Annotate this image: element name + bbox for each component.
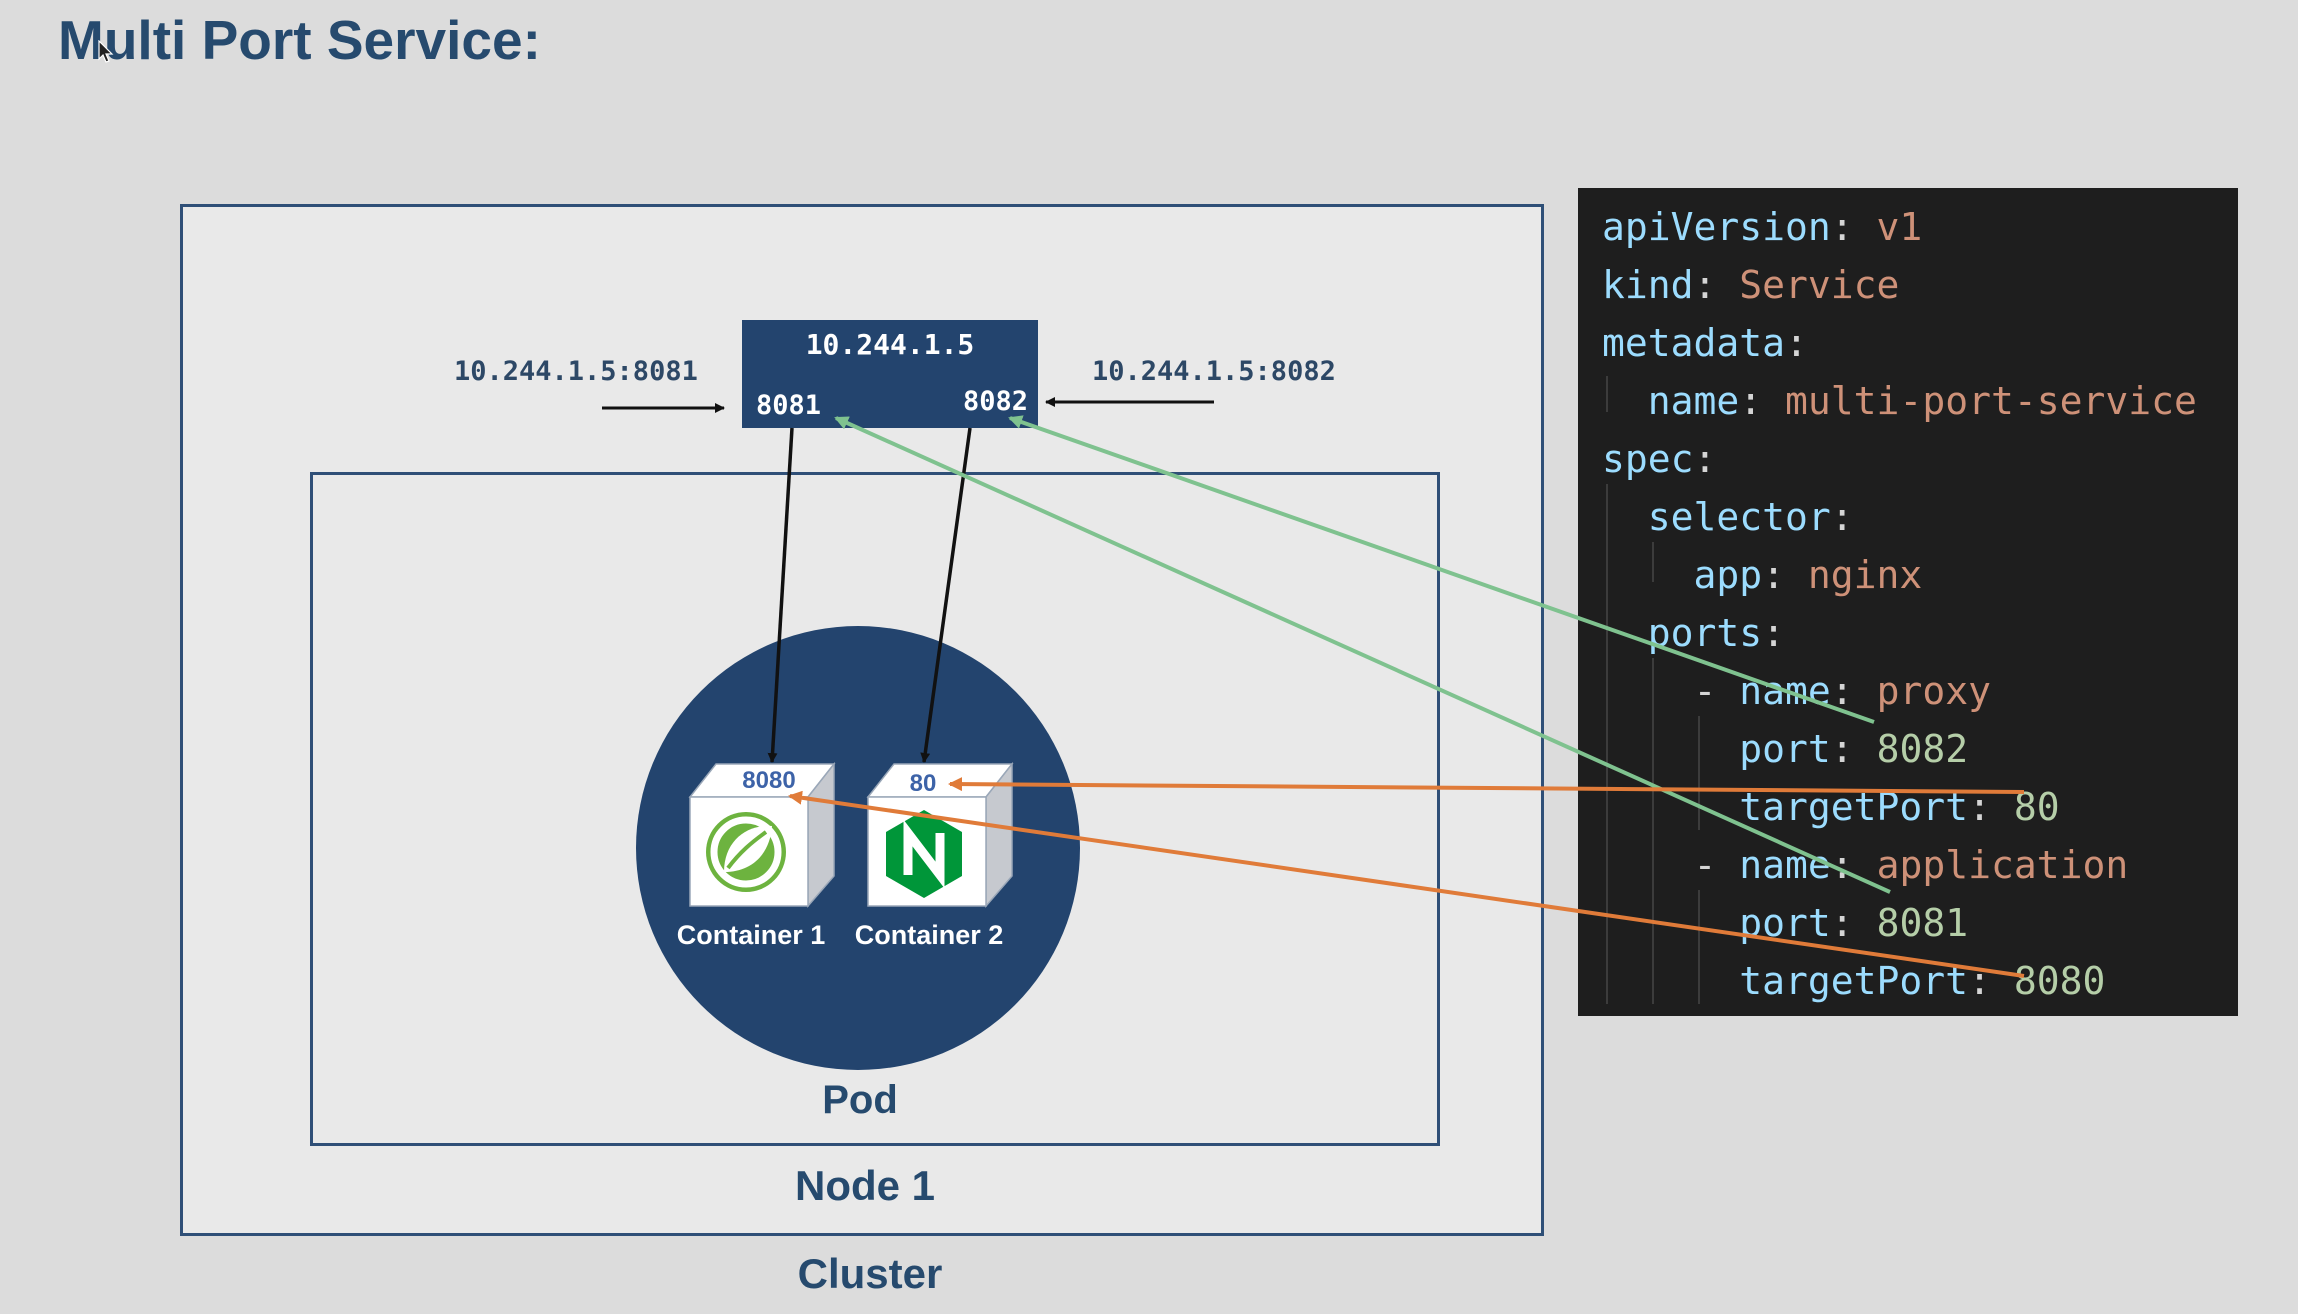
yaml-line-app-target: targetPort: 8080 xyxy=(1739,959,2106,1003)
page-title: Multi Port Service: xyxy=(58,9,541,71)
container-1-port: 8080 xyxy=(742,767,796,794)
container-1-label: Container 1 xyxy=(676,920,826,950)
arrow-service-to-container-2 xyxy=(920,427,972,763)
yaml-line-apiversion: apiVersion: v1 xyxy=(1602,205,1923,249)
yaml-line-kind: kind: Service xyxy=(1602,263,1900,307)
spring-leaf-icon xyxy=(706,812,786,892)
arrow-targetport-80 xyxy=(948,777,2025,794)
yaml-line-selector: selector: xyxy=(1647,495,1854,539)
service-ip: 10.244.1.5 xyxy=(805,328,975,361)
arrow-port-8082 xyxy=(1008,415,1875,724)
yaml-line-proxy-port: port: 8082 xyxy=(1739,727,1969,771)
yaml-line-spec: spec: xyxy=(1602,437,1717,481)
yaml-code-panel: apiVersion: v1 kind: Service metadata: n… xyxy=(1578,188,2238,1016)
container-2-label: Container 2 xyxy=(854,920,1004,950)
external-address-left: 10.244.1.5:8081 xyxy=(454,356,698,387)
mouse-cursor-icon xyxy=(98,40,114,63)
service-box: 10.244.1.5 8081 8082 xyxy=(742,320,1038,428)
yaml-line-name: name: multi-port-service xyxy=(1647,379,2197,423)
node-label: Node 1 xyxy=(794,1162,936,1209)
yaml-line-proxy-name: - name: proxy xyxy=(1602,669,1991,713)
yaml-line-proxy-target: targetPort: 80 xyxy=(1739,785,2060,829)
yaml-line-app-name: - name: application xyxy=(1602,843,2129,887)
service-port-left: 8081 xyxy=(756,390,822,421)
cluster-label: Cluster xyxy=(797,1250,943,1297)
arrow-targetport-8080 xyxy=(788,790,2025,978)
node-box xyxy=(310,472,1440,1146)
yaml-line-metadata: metadata: xyxy=(1602,321,1808,365)
arrow-service-to-container-1 xyxy=(767,427,794,763)
container-2-port: 80 xyxy=(909,770,937,797)
service-port-right: 8082 xyxy=(962,386,1028,417)
external-address-right: 10.244.1.5:8082 xyxy=(1092,356,1336,387)
nginx-icon xyxy=(886,810,962,898)
yaml-line-app: app: nginx xyxy=(1693,553,1923,597)
arrow-port-8081 xyxy=(834,416,1891,894)
yaml-line-ports: ports: xyxy=(1647,611,1786,655)
pod-label: Pod xyxy=(822,1078,898,1122)
